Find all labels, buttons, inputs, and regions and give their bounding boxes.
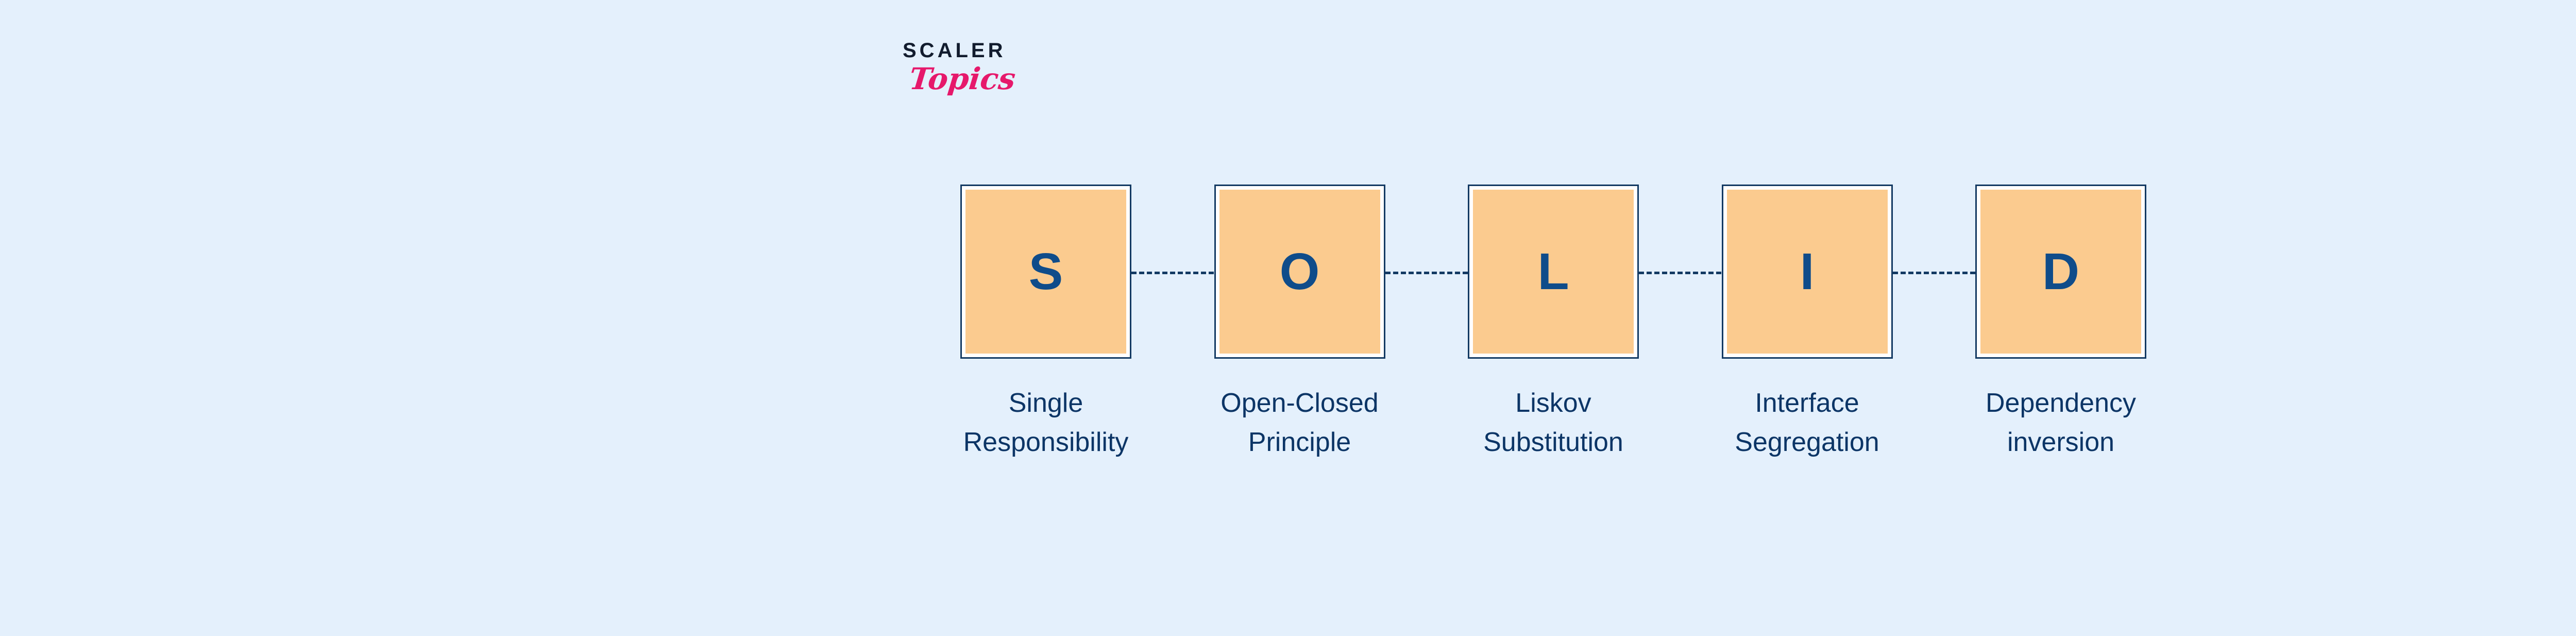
principle-caption-single-responsibility: Single Responsibility <box>963 383 1129 462</box>
letter-glyph-d: D <box>2042 243 2080 300</box>
principle-item-open-closed: O Open-Closed Principle <box>1214 185 1468 462</box>
letter-box-s: S <box>960 185 1131 359</box>
caption-line-2: Segregation <box>1735 427 1879 457</box>
caption-line-1: Liskov <box>1515 388 1591 418</box>
letter-box-o: O <box>1214 185 1385 359</box>
letter-box-fill: O <box>1219 190 1380 354</box>
dashed-connector-icon <box>1639 272 1721 274</box>
letter-glyph-i: I <box>1800 243 1815 300</box>
caption-line-2: Principle <box>1248 427 1351 457</box>
letter-box-d: D <box>1975 185 2146 359</box>
principle-caption-interface-segregation: Interface Segregation <box>1735 383 1879 462</box>
logo-script-topics: Topics <box>907 61 1018 96</box>
letter-glyph-s: S <box>1028 243 1063 300</box>
dashed-connector-icon <box>1385 272 1468 274</box>
principle-item-interface-segregation: I Interface Segregation <box>1721 185 1975 462</box>
principle-caption-dependency-inversion: Dependency inversion <box>1986 383 2136 462</box>
dashed-connector-icon <box>1131 272 1214 274</box>
letter-box-fill: S <box>965 190 1126 354</box>
principle-item-single-responsibility: S Single Responsibility <box>960 185 1214 462</box>
letter-box-fill: L <box>1473 190 1634 354</box>
letter-box-i: I <box>1721 185 1893 359</box>
scaler-topics-logo: SCALER Topics <box>903 40 1119 133</box>
caption-line-1: Single <box>1008 388 1083 418</box>
letter-box-fill: D <box>1980 190 2141 354</box>
principle-item-liskov-substitution: L Liskov Substitution <box>1468 185 1721 462</box>
logo-wordmark-scaler: SCALER <box>903 39 1006 62</box>
letter-box-fill: I <box>1726 190 1888 354</box>
principle-item-dependency-inversion: D Dependency inversion <box>1975 185 2146 462</box>
caption-line-1: Dependency <box>1986 388 2136 418</box>
caption-line-1: Interface <box>1755 388 1859 418</box>
principle-caption-open-closed: Open-Closed Principle <box>1221 383 1378 462</box>
caption-line-2: Responsibility <box>963 427 1129 457</box>
caption-line-2: Substitution <box>1483 427 1623 457</box>
letter-glyph-o: O <box>1279 243 1320 300</box>
principle-caption-liskov-substitution: Liskov Substitution <box>1483 383 1623 462</box>
letter-box-l: L <box>1468 185 1639 359</box>
letter-glyph-l: L <box>1537 243 1569 300</box>
caption-line-1: Open-Closed <box>1221 388 1379 418</box>
caption-line-2: inversion <box>2007 427 2115 457</box>
dashed-connector-icon <box>1892 272 1975 274</box>
solid-principles-diagram: S Single Responsibility O Open-Closed Pr… <box>960 185 2146 473</box>
